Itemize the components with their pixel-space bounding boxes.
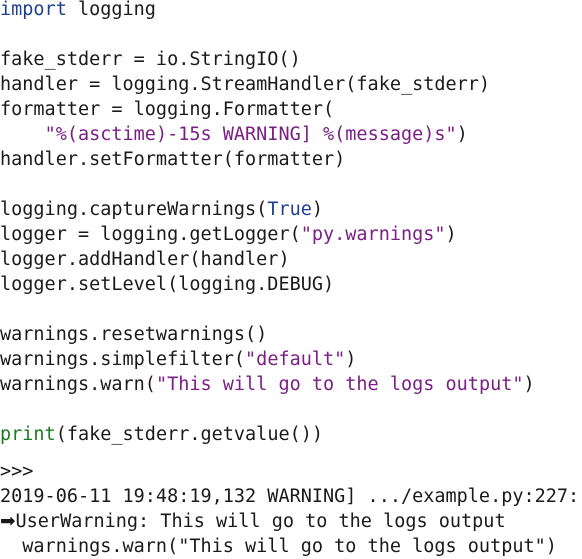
warn-call: warnings.warn( [0, 374, 156, 395]
builtin-print: print [0, 424, 56, 445]
close-paren: ) [445, 224, 457, 245]
wrap-arrow-icon: ➡ [0, 511, 16, 532]
format-string: "%(asctime)-15s WARNING] %(message)s" [44, 124, 457, 145]
warning-message-string: "This will go to the logs output" [155, 374, 524, 395]
code-line-get-logger: logger = logging.getLogger("py.warnings"… [0, 222, 457, 247]
import-module: logging [66, 0, 156, 20]
code-line-set-formatter: handler.setFormatter(formatter) [0, 149, 346, 170]
code-line-simplefilter: warnings.simplefilter("default") [0, 347, 356, 372]
get-logger-call: logger = logging.getLogger( [0, 224, 301, 245]
indent [0, 124, 45, 145]
print-args: (fake_stderr.getvalue()) [55, 424, 324, 445]
simplefilter-call: warnings.simplefilter( [0, 349, 246, 370]
code-line-add-handler: logger.addHandler(handler) [0, 249, 290, 270]
filter-string: "default" [245, 349, 346, 370]
code-line-import: import logging [0, 0, 156, 22]
logger-name-string: "py.warnings" [300, 224, 446, 245]
code-line-capture-warnings: logging.captureWarnings(True) [0, 197, 323, 222]
output-line-user-warning: ➡UserWarning: This will go to the logs o… [0, 509, 506, 534]
code-line-reset-warnings: warnings.resetwarnings() [0, 324, 268, 345]
code-line-handler: handler = logging.StreamHandler(fake_std… [0, 74, 491, 95]
user-warning-text: UserWarning: This will go to the logs ou… [15, 511, 506, 532]
close-paren: ) [311, 199, 324, 220]
code-line-warn: warnings.warn("This will go to the logs … [0, 372, 535, 397]
keyword-import: import [0, 0, 67, 20]
code-line-print: print(fake_stderr.getvalue()) [0, 422, 323, 447]
close-paren: ) [345, 349, 357, 370]
code-line-formatter: formatter = logging.Formatter( [0, 99, 335, 120]
code-line-fake-stderr: fake_stderr = io.StringIO() [0, 49, 301, 70]
code-line-set-level: logger.setLevel(logging.DEBUG) [0, 274, 335, 295]
output-line-warn-source: warnings.warn("This will go to the logs … [0, 536, 557, 557]
code-line-format-string: "%(asctime)-15s WARNING] %(message)s") [0, 122, 468, 147]
repl-prompt: >>> [0, 461, 34, 482]
output-line-log: 2019-06-11 19:48:19,132 WARNING] .../exa… [0, 486, 580, 507]
close-paren: ) [456, 124, 468, 145]
capture-call: logging.captureWarnings( [0, 199, 268, 220]
keyword-true: True [267, 199, 312, 220]
close-paren: ) [523, 374, 535, 395]
